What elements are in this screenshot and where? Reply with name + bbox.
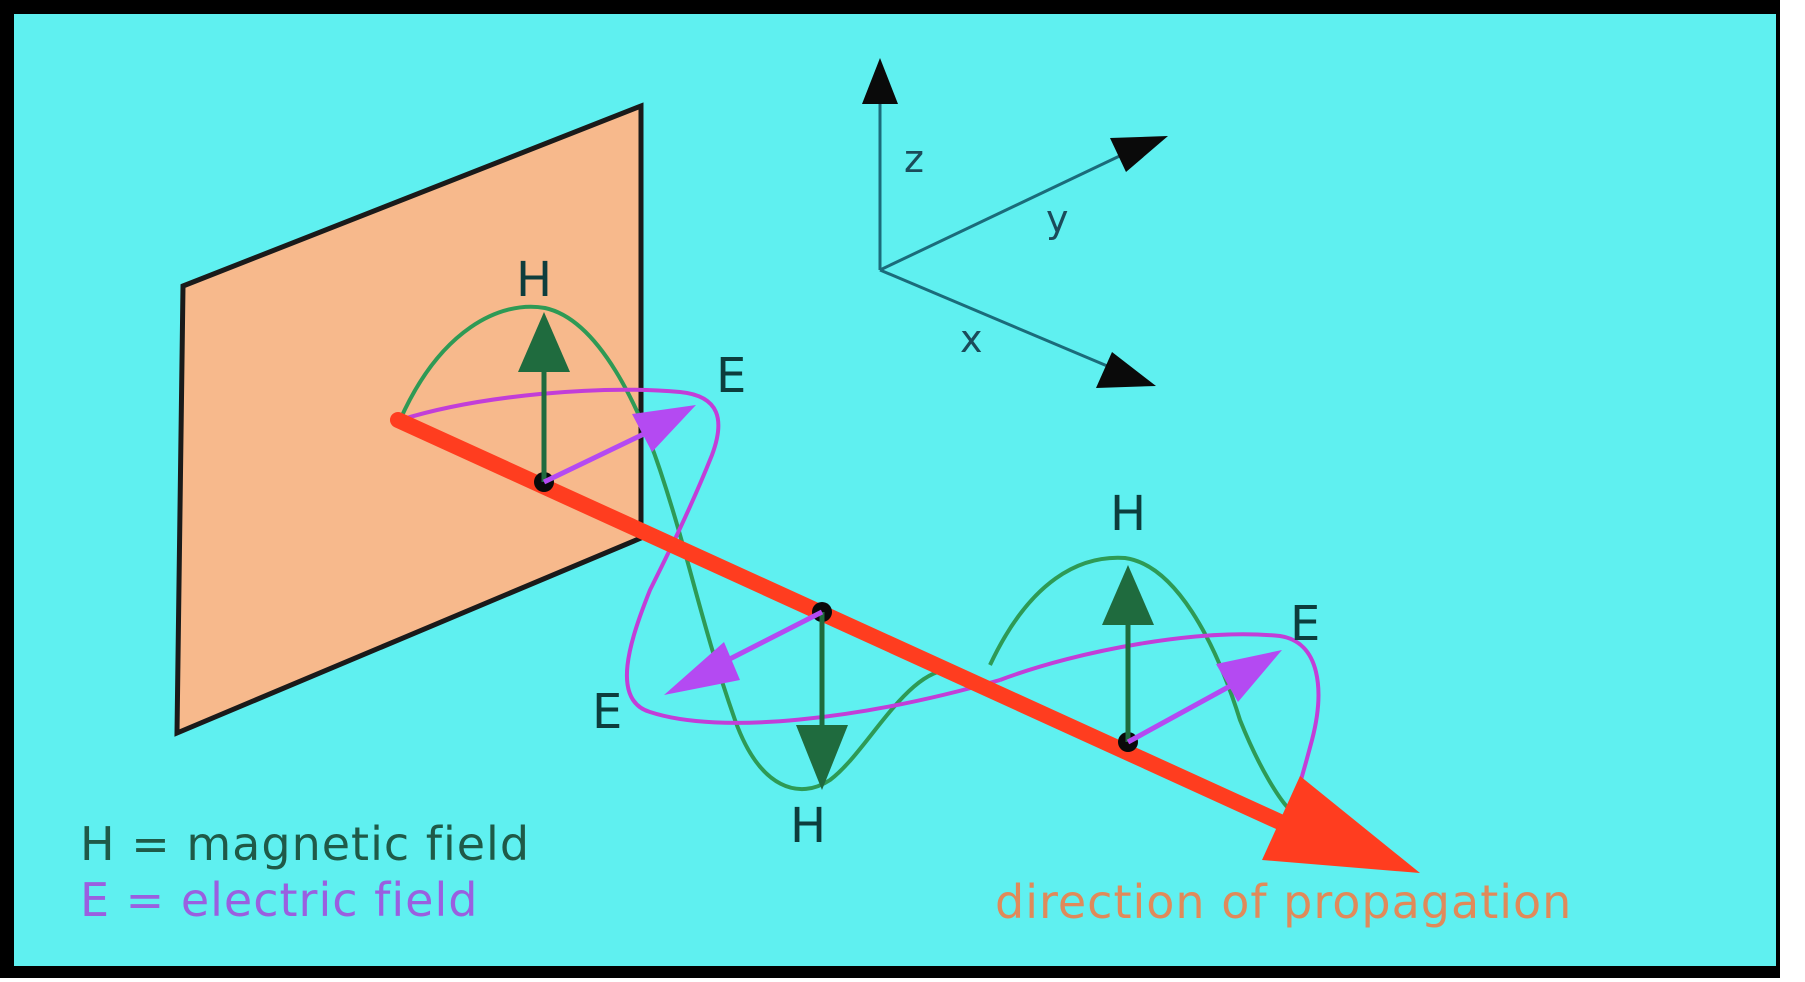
y-axis-label: y [1046, 197, 1069, 241]
e-vector-3-head [1216, 650, 1282, 702]
h-vector-1-head [518, 312, 570, 372]
z-axis-arrowhead [862, 58, 898, 104]
propagation-arrowhead [1262, 776, 1420, 873]
y-axis [879, 150, 1129, 272]
coordinate-axes: z y x [862, 58, 1168, 388]
right-edge-bar [1776, 0, 1805, 978]
right-edge-dark [1776, 0, 1780, 978]
magnetic-loop-1 [398, 304, 961, 792]
magnetic-loop-2 [988, 555, 1292, 812]
legend-electric: E = electric field [80, 873, 478, 927]
e-vector-2-shaft [716, 609, 824, 668]
e-vector-3-shaft [1126, 682, 1234, 745]
h-vector-3-head [1102, 565, 1154, 625]
e-vector-1-shaft [542, 429, 650, 485]
e-vector-1-head [632, 405, 696, 452]
electric-loop-1 [399, 387, 1001, 725]
x-axis-label: x [960, 317, 983, 361]
y-axis-arrowhead [1110, 136, 1168, 172]
h-label-top-left: H [516, 252, 552, 308]
e-label-top-left: E [716, 348, 746, 404]
legend-magnetic: H = magnetic field [80, 817, 530, 871]
x-axis [879, 268, 1113, 370]
e-label-right: E [1290, 596, 1320, 652]
x-axis-arrowhead [1096, 352, 1156, 388]
h-label-bottom: H [790, 798, 826, 854]
h-label-top-right: H [1110, 486, 1146, 542]
e-label-middle: E [592, 684, 622, 740]
e-vector-2-head [664, 642, 740, 695]
h-vector-2-head [796, 725, 848, 790]
propagation-label: direction of propagation [995, 875, 1572, 929]
electric-loop-2 [999, 632, 1321, 813]
z-axis-label: z [904, 137, 924, 181]
